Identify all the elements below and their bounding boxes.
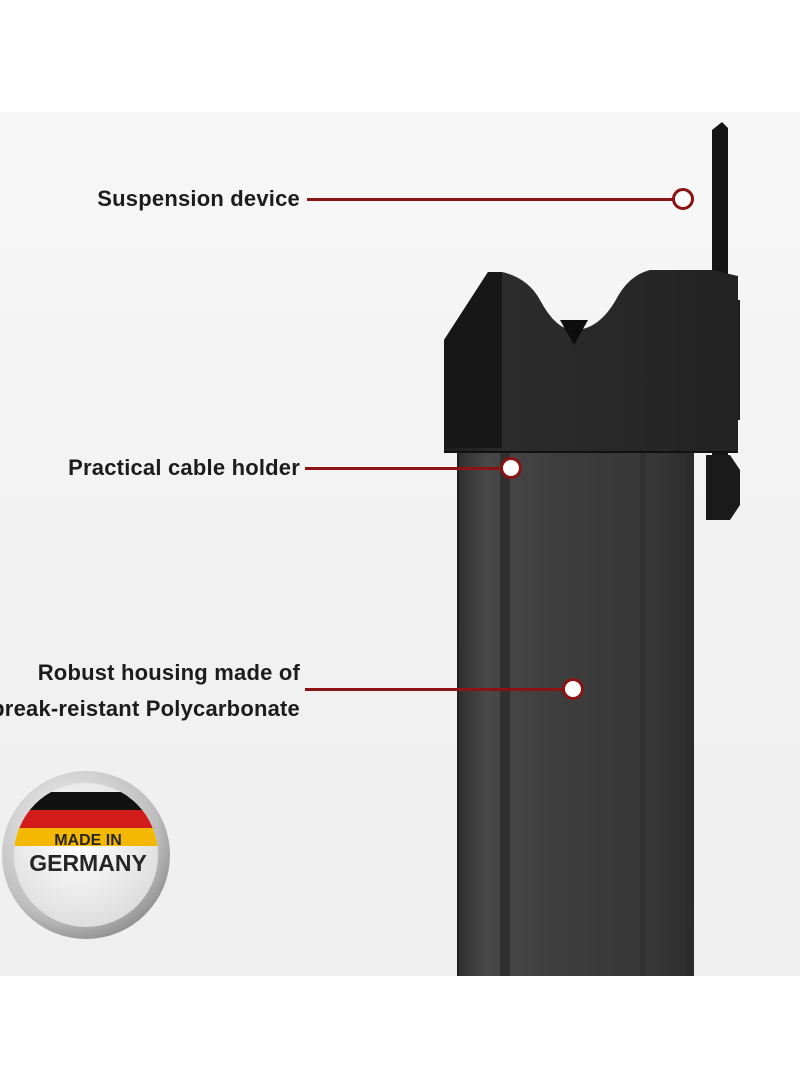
callout-cable-holder-line — [305, 467, 500, 470]
made-in-germany-badge — [2, 771, 170, 939]
callout-suspension-marker — [672, 188, 694, 210]
callout-suspension-line — [307, 198, 673, 201]
callout-housing-line — [305, 688, 563, 691]
callout-cable-holder-marker — [500, 457, 522, 479]
callout-housing-label-2: break-reistant Polycarbonate — [0, 696, 300, 721]
badge-text: MADE IN GERMANY — [24, 832, 152, 876]
callout-housing-marker — [562, 678, 584, 700]
housing-body — [457, 448, 694, 976]
callout-suspension-label: Suspension device — [97, 186, 300, 211]
top-cap — [444, 270, 738, 453]
callout-cable-holder-label: Practical cable holder — [68, 455, 300, 480]
german-flag-icon — [14, 792, 158, 846]
badge-germany: GERMANY — [29, 850, 147, 876]
callout-housing-label-1: Robust housing made of — [37, 660, 300, 685]
badge-made-in: MADE IN — [54, 832, 122, 849]
